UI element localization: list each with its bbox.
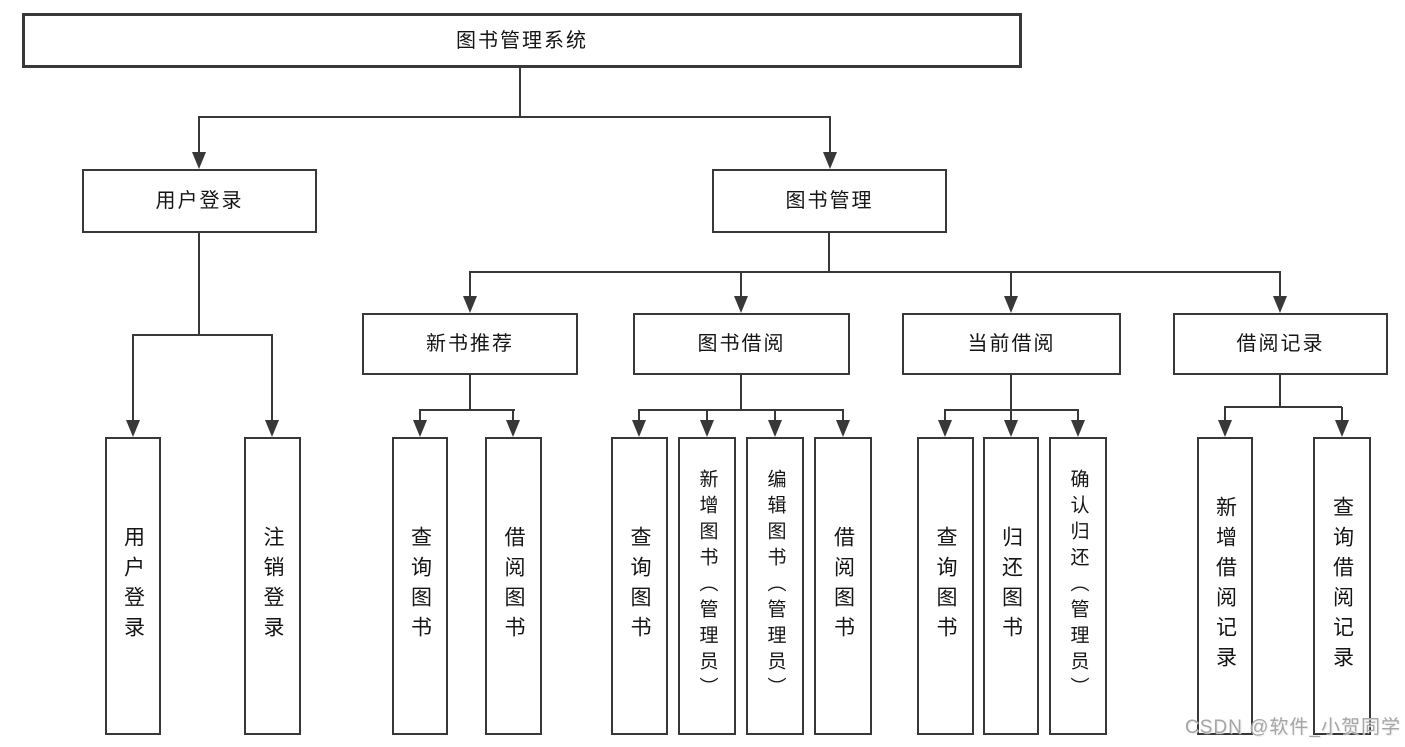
connector-recommend-branch xyxy=(419,409,515,411)
leaf-borrow-books-recommend: 借阅图书 xyxy=(485,437,542,735)
connector-recommend-drop-1 xyxy=(419,410,421,422)
node-current-borrowing: 当前借阅 xyxy=(902,313,1121,375)
connector-book-management-branch xyxy=(469,271,1281,273)
leaf-return-books: 归还图书 xyxy=(983,437,1039,735)
connector-borrowing-branch xyxy=(638,409,844,411)
node-new-book-recommend-label: 新书推荐 xyxy=(426,333,514,355)
leaf-borrow-books-borrowing-label: 借阅图书 xyxy=(831,526,855,646)
connector-to-book-borrowing xyxy=(740,272,742,298)
arrowhead-icon xyxy=(768,420,782,437)
arrowhead-icon xyxy=(1004,296,1018,313)
connector-borrowing-drop-3 xyxy=(774,410,776,422)
leaf-query-borrow-record-label: 查询借阅记录 xyxy=(1330,496,1354,676)
leaf-add-borrow-record: 新增借阅记录 xyxy=(1197,437,1253,735)
arrowhead-icon xyxy=(1335,420,1349,437)
connector-recommend-stem xyxy=(469,375,471,411)
connector-to-leaf-user-login xyxy=(132,335,134,421)
connector-to-user-login xyxy=(198,117,200,154)
connector-to-new-book-recommend xyxy=(469,272,471,298)
arrowhead-icon xyxy=(1273,296,1287,313)
leaf-user-login-label: 用户登录 xyxy=(121,526,145,646)
node-user-login-group: 用户登录 xyxy=(82,169,317,233)
leaf-query-books-borrowing: 查询图书 xyxy=(611,437,668,735)
node-book-management: 图书管理 xyxy=(712,169,947,233)
connector-records-drop-2 xyxy=(1341,407,1343,422)
connector-current-stem xyxy=(1010,375,1012,411)
node-library-system: 图书管理系统 xyxy=(22,13,1022,68)
node-new-book-recommend: 新书推荐 xyxy=(362,313,578,375)
arrowhead-icon xyxy=(265,420,279,437)
connector-current-drop-3 xyxy=(1077,410,1079,422)
leaf-query-books-recommend: 查询图书 xyxy=(392,437,448,735)
connector-book-management-stem xyxy=(828,233,830,273)
arrowhead-icon xyxy=(938,420,952,437)
leaf-query-books-current-label: 查询图书 xyxy=(934,526,957,646)
node-book-management-label: 图书管理 xyxy=(785,190,874,212)
leaf-confirm-return-admin-label: 确认归还（管理员） xyxy=(1067,469,1089,703)
node-book-borrowing-label: 图书借阅 xyxy=(697,333,786,355)
leaf-query-books-current: 查询图书 xyxy=(917,437,974,735)
arrowhead-icon xyxy=(700,420,714,437)
connector-to-book-management xyxy=(829,117,831,154)
node-library-system-label: 图书管理系统 xyxy=(456,29,588,52)
connector-to-leaf-logout xyxy=(271,335,273,421)
arrowhead-icon xyxy=(1218,420,1232,437)
leaf-borrow-books-recommend-label: 借阅图书 xyxy=(502,526,525,646)
arrowhead-icon xyxy=(836,420,850,437)
arrowhead-icon xyxy=(632,420,646,437)
node-borrowing-records: 借阅记录 xyxy=(1173,313,1388,375)
arrowhead-icon xyxy=(823,152,837,169)
connector-records-branch xyxy=(1224,406,1342,408)
connector-to-borrowing-records xyxy=(1279,272,1281,298)
connector-current-drop-2 xyxy=(1010,410,1012,422)
arrowhead-icon xyxy=(126,420,140,437)
leaf-query-books-recommend-label: 查询图书 xyxy=(408,526,432,646)
node-user-login-group-label: 用户登录 xyxy=(155,190,244,212)
connector-user-login-branch xyxy=(132,334,273,336)
leaf-logout-label: 注销登录 xyxy=(261,526,284,646)
connector-recommend-drop-2 xyxy=(512,410,514,422)
leaf-edit-books-admin: 编辑图书（管理员） xyxy=(746,437,804,735)
leaf-add-books-admin-label: 新增图书（管理员） xyxy=(696,469,718,703)
connector-records-drop-1 xyxy=(1224,407,1226,422)
connector-borrowing-drop-1 xyxy=(638,410,640,422)
leaf-return-books-label: 归还图书 xyxy=(999,526,1023,646)
connector-borrowing-drop-2 xyxy=(706,410,708,422)
arrowhead-icon xyxy=(463,296,477,313)
connector-root-stem xyxy=(519,68,521,117)
node-borrowing-records-label: 借阅记录 xyxy=(1236,333,1325,355)
connector-borrowing-drop-4 xyxy=(842,410,844,422)
leaf-add-books-admin: 新增图书（管理员） xyxy=(678,437,736,735)
leaf-edit-books-admin-label: 编辑图书（管理员） xyxy=(764,469,786,703)
connector-root-branch xyxy=(198,116,831,118)
leaf-confirm-return-admin: 确认归还（管理员） xyxy=(1049,437,1107,735)
arrowhead-icon xyxy=(1071,420,1085,437)
node-current-borrowing-label: 当前借阅 xyxy=(967,333,1056,355)
connector-current-drop-1 xyxy=(944,410,946,422)
leaf-query-borrow-record: 查询借阅记录 xyxy=(1313,437,1371,735)
connector-user-login-stem xyxy=(198,233,200,335)
arrowhead-icon xyxy=(1004,420,1018,437)
connector-to-current-borrowing xyxy=(1010,272,1012,298)
arrowhead-icon xyxy=(413,420,427,437)
leaf-logout: 注销登录 xyxy=(244,437,301,735)
connector-borrowing-stem xyxy=(740,375,742,411)
arrowhead-icon xyxy=(506,420,520,437)
leaf-borrow-books-borrowing: 借阅图书 xyxy=(814,437,872,735)
node-book-borrowing: 图书借阅 xyxy=(633,313,850,375)
leaf-add-borrow-record-label: 新增借阅记录 xyxy=(1213,496,1237,676)
csdn-watermark: CSDN @软件_小贺同学 xyxy=(1185,717,1401,738)
connector-records-stem xyxy=(1279,375,1281,408)
leaf-query-books-borrowing-label: 查询图书 xyxy=(628,526,651,646)
leaf-user-login: 用户登录 xyxy=(105,437,161,735)
arrowhead-icon xyxy=(192,152,206,169)
arrowhead-icon xyxy=(734,296,748,313)
